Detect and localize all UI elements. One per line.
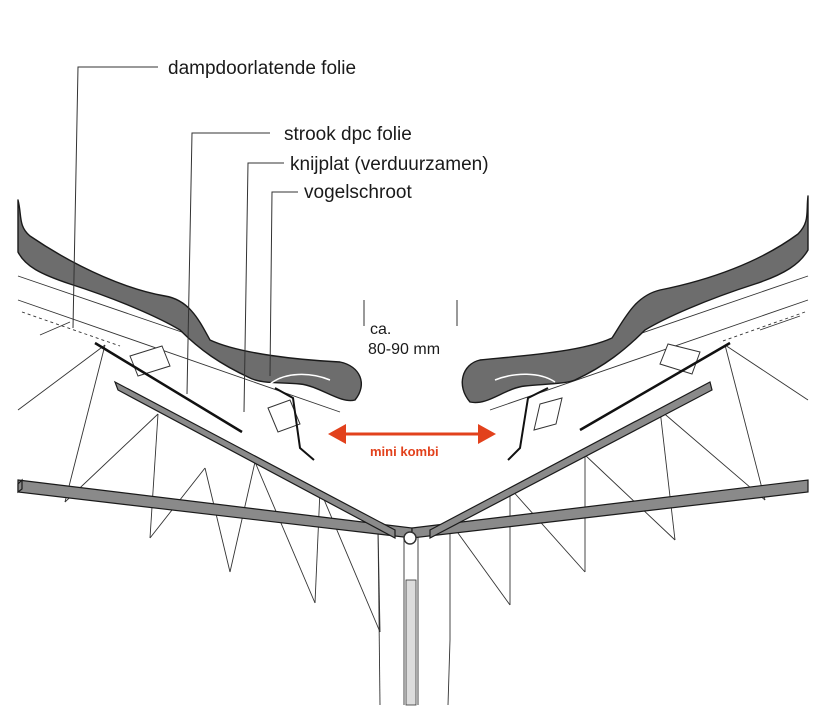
battens [129, 343, 701, 433]
label-vapour-membrane: dampdoorlatende folie [168, 58, 356, 79]
roof-tile-right [461, 195, 809, 404]
dimension-ticks [363, 300, 458, 326]
truss-structure [17, 275, 809, 706]
roof-deck [17, 380, 809, 545]
roof-tile-left [17, 199, 362, 402]
clamp-plates [274, 387, 549, 461]
arrow-label: mini kombi [370, 444, 439, 459]
double-arrow [328, 424, 496, 444]
label-clamp-plate: knijplat (verduurzamen) [290, 154, 489, 175]
label-bird-guard: vogelschroot [304, 182, 412, 203]
label-dpc-strip: strook dpc folie [284, 124, 412, 145]
leader-lines [72, 66, 298, 413]
dimension-line1: ca. [370, 321, 391, 338]
dimension-line2: 80-90 mm [368, 341, 440, 358]
dpc-strips [94, 341, 731, 434]
